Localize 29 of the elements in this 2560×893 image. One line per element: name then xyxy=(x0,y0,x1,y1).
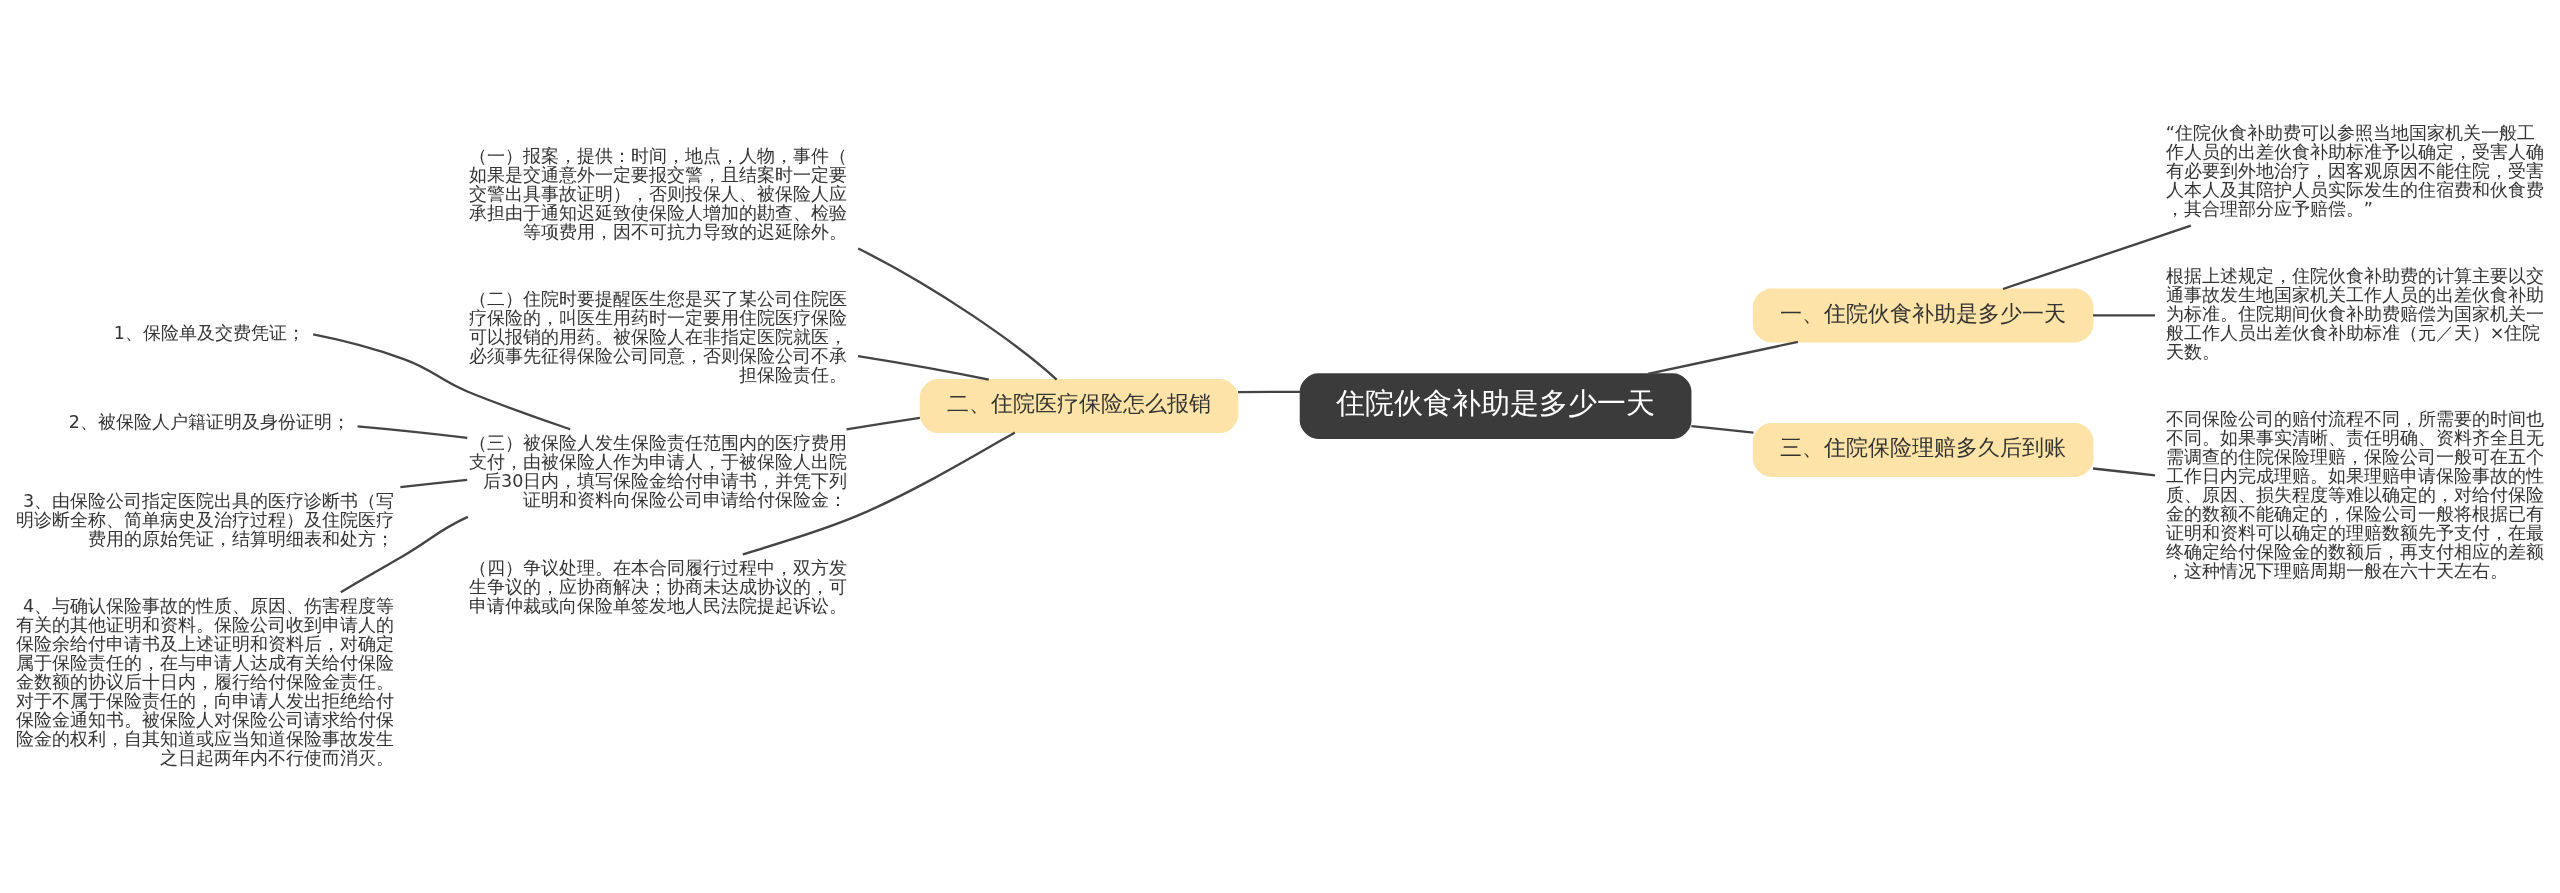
connector xyxy=(2002,224,2192,290)
connector xyxy=(857,354,989,381)
connector xyxy=(857,246,1058,380)
connector xyxy=(357,424,468,439)
connector xyxy=(1238,390,1301,393)
node-text: 4、与确认保险事故的性质、原因、伤害程度等有关的其他证明和资料。保险公司收到申请人的保险余给付申请书及上述证明和资料后，对确定属于保险责任的，在与申请人达成有关给付保险金数额的协议后十日内，履行给付保险金责任。对于不属于保险责任的，向申请人发出拒绝给付保险金通知书。被保险人对保险公司请求给付保险金的权利，自其知道或应当知道保险事故发生之日起两年内不行使而消灭。 xyxy=(16,595,395,768)
connector xyxy=(1691,424,1754,434)
node-text: 1、保险单及交费凭证； xyxy=(113,322,305,343)
connector xyxy=(340,515,469,593)
node-text: （三）被保险人发生保险责任范围内的医疗费用支付，由被保险人作为申请人，于被保险人出院后30日内，填写保险金给付申请书，并凭下列证明和资料向保险公司申请给付保险金： xyxy=(469,432,848,510)
node-text: 根据上述规定，住院伙食补助费的计算主要以交通事故发生地国家机关工作人员的出差伙食补助为标准。住院期间伙食补助费赔偿为国家机关一般工作人员出差伙食补助标准（元／天）×住院天数。 xyxy=(2165,265,2544,362)
connector xyxy=(2093,313,2156,317)
node-text: 不同保险公司的赔付流程不同，所需要的时间也不同。如果事实清晰、责任明确、资料齐全且无需调查的住院保险理赔，保险公司一般可在五个工作日内完成理赔。如果理赔申请保险事故的性质、原因、损失程度等难以确定的，对给付保险金的数额不能确定的，保险公司一般将根据已有证明和资料可以确定的理赔数额先予支付，在最终确定给付保险金的数额后，再支付相应的差额，这种情况下理赔周期一般在六十天左右。 xyxy=(2165,408,2544,581)
connector xyxy=(2092,466,2156,476)
node-text: （四）争议处理。在本合同履行过程中，双方发生争议的，应协商解决；协商未达成协议的，可申请仲裁或向保险单签发地人民法院提起诉讼。 xyxy=(469,557,848,616)
connector xyxy=(400,478,468,488)
connector xyxy=(1647,340,1799,375)
node-text: （二）住院时要提醒医生您是买了某公司住院医疗保险的，叫医生用药时一定要用住院医疗保险可以报销的用药。被保险人在非指定医院就医，必须事先征得保险公司同意，否则保险公司不承担保险责任。 xyxy=(469,288,848,385)
node-box: 二、住院医疗保险怎么报销 xyxy=(919,378,1239,433)
connector xyxy=(742,430,1016,555)
node-box: 三、住院保险理赔多久后到账 xyxy=(1752,422,2094,477)
connector xyxy=(846,416,921,431)
node-box: 一、住院伙食补助是多少一天 xyxy=(1752,287,2094,342)
node-box: 住院伙食补助是多少一天 xyxy=(1299,372,1692,439)
node-text: 2、被保险人户籍证明及身份证明； xyxy=(68,411,350,432)
connector xyxy=(312,332,571,430)
node-text: “住院伙食补助费可以参照当地国家机关一般工作人员的出差伙食补助标准予以确定，受害人确有必要到外地治疗，因客观原因不能住院，受害人本人及其陪护人员实际发生的住宿费和伙食费，其合理部分应予赔偿。” xyxy=(2165,122,2544,219)
node-text: 3、由保险公司指定医院出具的医疗诊断书（写明诊断全称、简单病史及治疗过程）及住院医疗费用的原始凭证，结算明细表和处方； xyxy=(16,490,395,549)
node-text: （一）报案，提供：时间，地点，人物，事件（如果是交通意外一定要报交警，且结案时一定要交警出具事故证明），否则投保人、被保险人应承担由于通知迟延致使保险人增加的勘查、检验等项费用，因不可抗力导致的迟延除外。 xyxy=(469,145,848,242)
